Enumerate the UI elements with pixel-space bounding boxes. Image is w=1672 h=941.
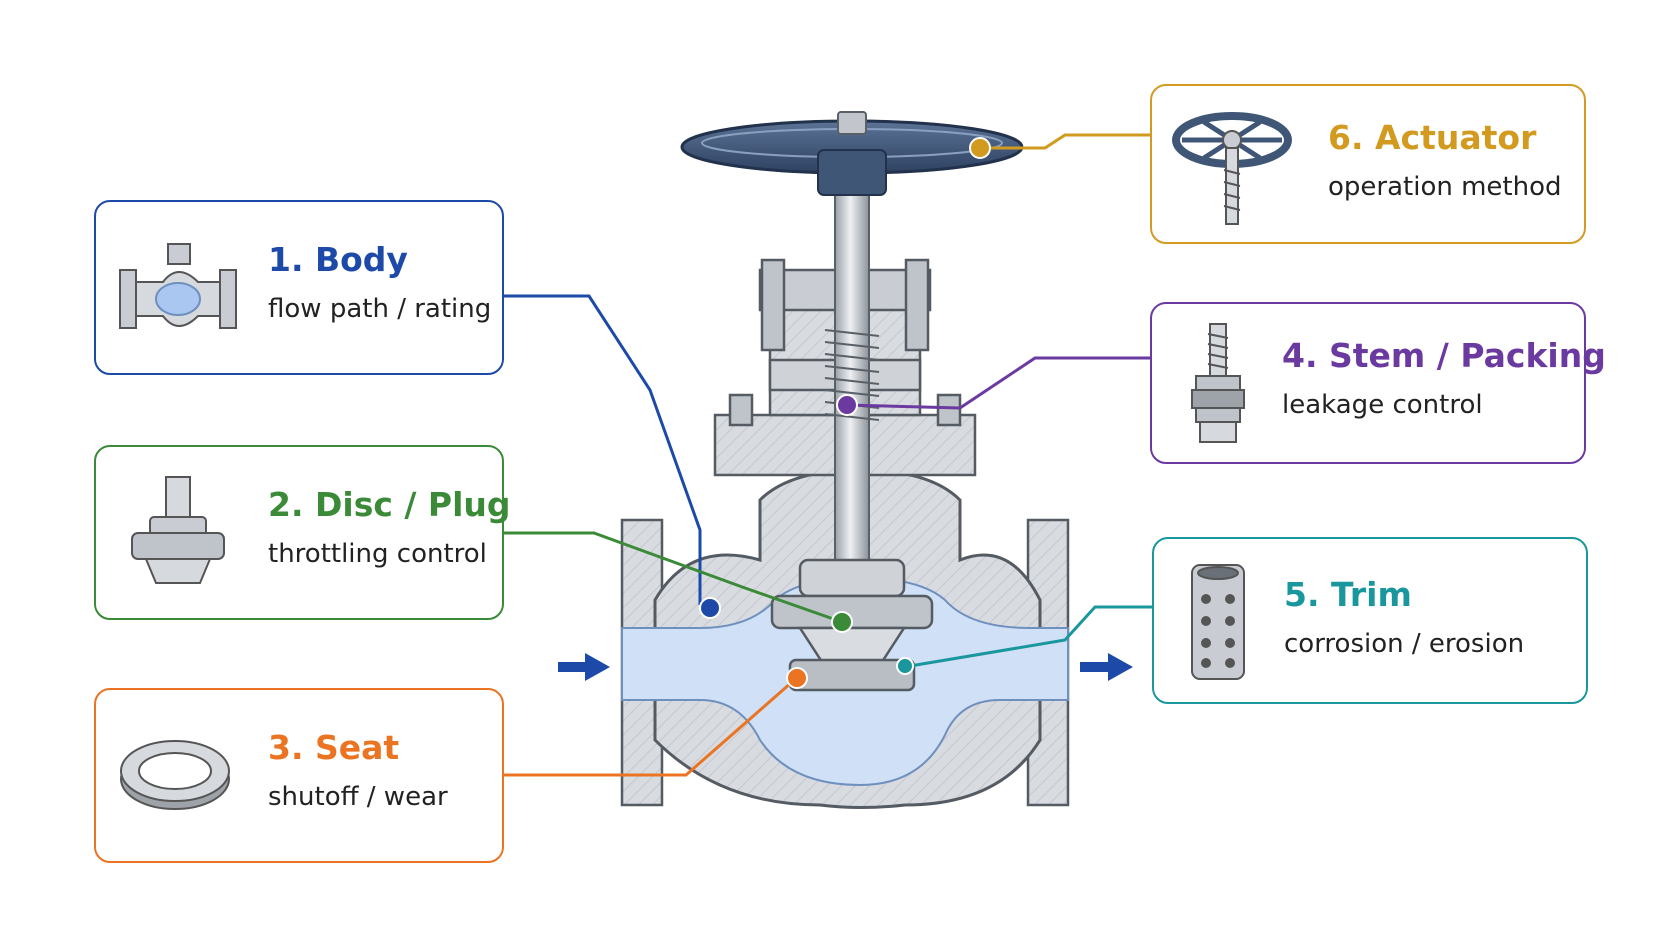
card-actuator: 6. Actuator operation method: [1150, 84, 1586, 244]
leader-disc: [504, 531, 843, 624]
card-subtitle: corrosion / erosion: [1284, 629, 1525, 659]
marker-actuator: [969, 137, 991, 159]
trim-cage-icon: [1191, 564, 1245, 680]
card-subtitle: leakage control: [1282, 390, 1483, 420]
inlet-arrow-icon: [558, 653, 610, 681]
disc-plug: [770, 558, 934, 667]
card-title: 4. Stem / Packing: [1282, 336, 1606, 375]
card-subtitle: flow path / rating: [268, 294, 492, 324]
leader-actuator: [980, 133, 1150, 150]
leader-body: [504, 294, 702, 605]
card-body: 1. Body flow path / rating: [94, 200, 504, 375]
card-title: 2. Disc / Plug: [268, 485, 511, 524]
stem-packing-icon: [1191, 323, 1245, 443]
card-title: 1. Body: [268, 240, 408, 279]
seat-ring-icon: [120, 740, 230, 810]
card-stem: 4. Stem / Packing leakage control: [1150, 302, 1606, 464]
marker-seat: [786, 667, 808, 689]
leader-seat: [504, 673, 801, 777]
seat-ring: [788, 658, 916, 692]
handwheel: [680, 111, 1024, 196]
card-trim: 5. Trim corrosion / erosion: [1152, 537, 1588, 704]
card-subtitle: throttling control: [268, 539, 487, 569]
marker-disc: [831, 611, 853, 633]
card-title: 3. Seat: [268, 728, 400, 767]
card-disc: 2. Disc / Plug throttling control: [94, 445, 511, 620]
disc-plug-icon: [131, 476, 225, 584]
card-title: 5. Trim: [1284, 575, 1412, 614]
marker-body: [699, 597, 721, 619]
marker-trim: [896, 657, 914, 675]
outlet-arrow-icon: [1080, 653, 1133, 681]
leader-stem: [846, 356, 1150, 410]
card-seat: 3. Seat shutoff / wear: [94, 688, 504, 863]
handwheel-actuator-icon: [1172, 112, 1292, 225]
card-subtitle: shutoff / wear: [268, 782, 448, 812]
marker-stem: [836, 394, 858, 416]
card-title: 6. Actuator: [1328, 118, 1537, 157]
valve-body-icon: [119, 243, 237, 329]
leader-trim: [909, 605, 1152, 668]
card-subtitle: operation method: [1328, 172, 1562, 202]
